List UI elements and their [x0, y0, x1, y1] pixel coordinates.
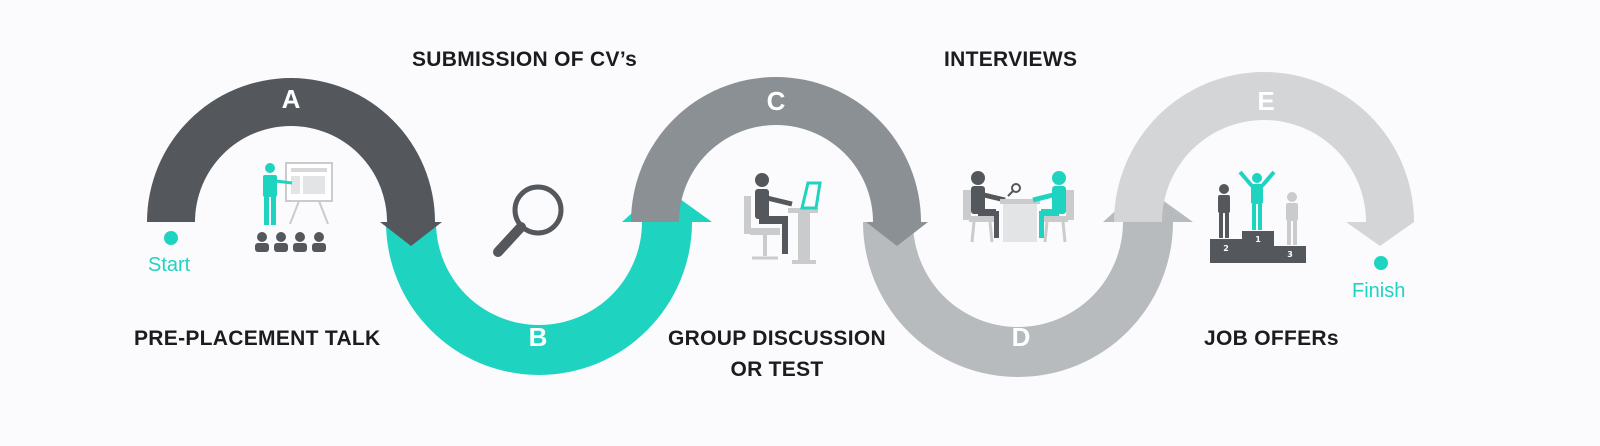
- start-label: Start: [148, 254, 191, 276]
- step-title-a: PRE-PLACEMENT TALK: [134, 327, 381, 350]
- step-title-c-line1: GROUP DISCUSSION: [668, 327, 886, 350]
- segment-e: [1114, 72, 1414, 246]
- podium-number-3: 3: [1287, 250, 1293, 259]
- finish-label: Finish: [1352, 280, 1406, 302]
- letter-d: D: [1012, 322, 1031, 352]
- step-title-b: SUBMISSION OF CV’s: [412, 48, 638, 71]
- finish-dot: [1374, 256, 1388, 270]
- step-title-c: GROUP DISCUSSION OR TEST: [656, 327, 898, 382]
- step-title-c-line2: OR TEST: [730, 358, 824, 381]
- podium-number-1: 1: [1255, 235, 1261, 244]
- letter-b: B: [529, 322, 548, 352]
- letter-e: E: [1257, 86, 1274, 116]
- step-title-d: INTERVIEWS: [944, 48, 1078, 71]
- podium-icon: 2 1 3: [1210, 170, 1306, 263]
- presentation-icon: [255, 162, 333, 252]
- laptop-desk-icon: [744, 173, 822, 264]
- segment-a: [147, 78, 442, 246]
- arrowhead-c: [866, 222, 928, 246]
- letter-a: A: [282, 84, 301, 114]
- step-title-e: JOB OFFERs: [1204, 327, 1339, 350]
- arrowhead-a: [380, 222, 442, 246]
- start-dot: [164, 231, 178, 245]
- magnifier-icon: [493, 184, 564, 257]
- podium-number-2: 2: [1223, 244, 1229, 253]
- segment-c: [631, 77, 928, 246]
- interview-icon: [963, 171, 1074, 243]
- arrowhead-e: [1346, 222, 1414, 246]
- letter-c: C: [767, 86, 786, 116]
